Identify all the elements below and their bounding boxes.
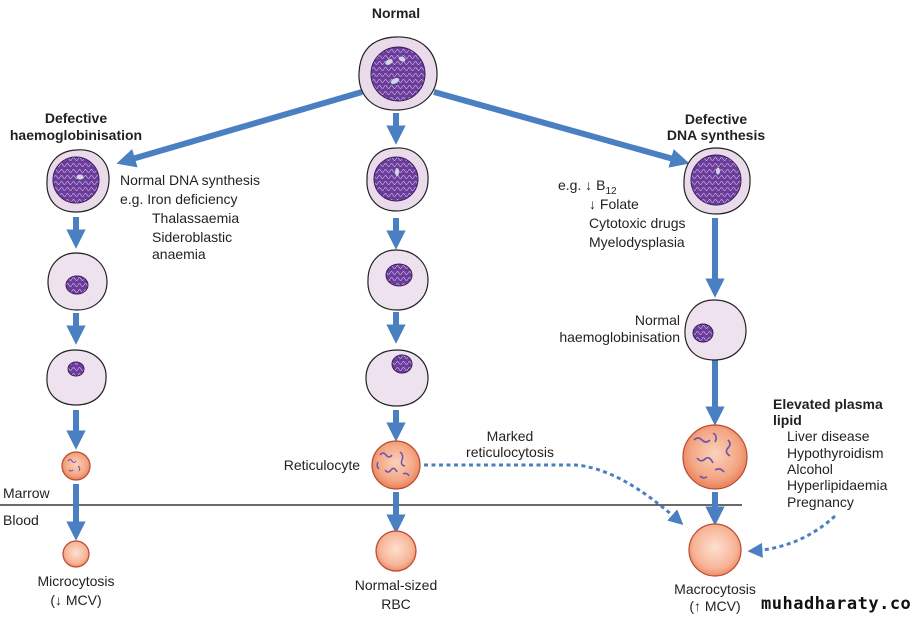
cell-center-reticulocyte (371, 440, 421, 490)
left-note-4: Sideroblastic (152, 229, 233, 245)
arrow-normal-to-left (116, 89, 363, 168)
lipid-title-line1: Elevated plasma (773, 396, 883, 412)
cell-left-small-reticulocyte (61, 451, 91, 481)
right-eg-sub: 12 (605, 185, 617, 197)
marrow-label: Marrow (3, 485, 50, 501)
lipid-item: Pregnancy (787, 494, 854, 510)
cell-left-pronormoblast (46, 149, 110, 213)
left-note-3: Thalassaemia (152, 210, 240, 226)
marked-label-line2: reticulocytosis (466, 444, 554, 460)
left-title-line2: haemoglobinisation (9, 127, 143, 143)
cell-left-early (47, 252, 108, 311)
normal-title: Normal (371, 5, 421, 21)
normal-rbc-label-line1: Normal-sized (354, 577, 438, 593)
microcytosis-label: Microcytosis (37, 573, 115, 589)
left-note-1: Normal DNA synthesis (120, 172, 261, 188)
lipid-title-line2: lipid (773, 412, 802, 428)
macrocytosis-mcv: (↑ MCV) (689, 598, 741, 614)
cell-left-microcyte (62, 540, 90, 568)
microcytosis-mcv: (↓ MCV) (50, 592, 102, 608)
cell-center-normal-rbc (375, 530, 417, 572)
cell-right-megaloblast (683, 147, 751, 215)
lipid-item: Hypothyroidism (787, 445, 884, 461)
normal-hb-line2: haemoglobinisation (559, 329, 680, 345)
cell-center-polychromatic (367, 249, 429, 311)
normal-hb-line1: Normal (634, 312, 680, 328)
cell-center-orthochromatic (365, 349, 429, 407)
lipid-item: Alcohol (787, 461, 833, 477)
cell-right-late (684, 299, 747, 361)
dotted-arrow-lipid (747, 514, 837, 558)
normal-rbc-label-line2: RBC (381, 596, 411, 612)
right-title-line2: DNA synthesis (666, 127, 766, 143)
right-eg-b12: e.g. ↓ B12 (558, 177, 617, 200)
right-eg-prefix: e.g. ↓ B (558, 177, 606, 193)
right-note-myelodysplasia: Myelodysplasia (589, 234, 685, 250)
marked-label-line1: Marked (486, 428, 534, 444)
blood-label: Blood (3, 512, 39, 528)
cell-right-macro-reticulocyte (682, 424, 748, 490)
macrocytosis-label: Macrocytosis (674, 581, 756, 597)
cell-center-basophilic (366, 147, 429, 212)
watermark: muhadharaty.com (761, 594, 910, 614)
dotted-arrows (424, 463, 837, 558)
right-title-line1: Defective (684, 111, 748, 127)
left-note-5: anaemia (152, 246, 206, 262)
arrow-normal-to-right (433, 89, 690, 168)
right-note-cytotoxic: Cytotoxic drugs (589, 215, 686, 231)
lipid-item: Liver disease (787, 428, 870, 444)
right-note-folate: ↓ Folate (589, 196, 639, 212)
reticulocyte-label: Reticulocyte (283, 457, 360, 473)
arrows (66, 89, 725, 541)
cell-right-macrocyte (688, 523, 742, 577)
dotted-arrow-reticulocytosis (424, 463, 684, 526)
lipid-item: Hyperlipidaemia (787, 477, 888, 493)
left-note-2: e.g. Iron deficiency (120, 191, 238, 207)
cell-normal-pronormoblast (358, 36, 438, 111)
left-title-line1: Defective (44, 110, 108, 126)
cell-left-late (46, 349, 107, 406)
